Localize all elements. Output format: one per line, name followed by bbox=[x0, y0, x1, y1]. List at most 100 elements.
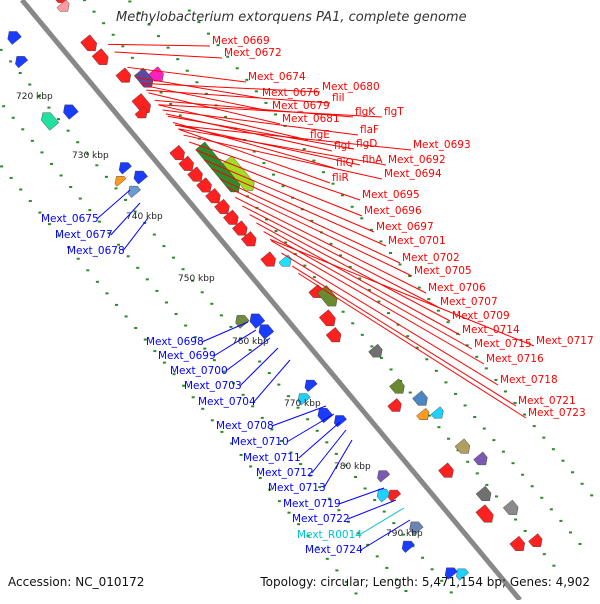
tick-mark bbox=[351, 322, 355, 325]
tick-mark bbox=[306, 418, 310, 421]
gene-label: Mext_0677 bbox=[55, 229, 113, 241]
tick-mark bbox=[9, 60, 13, 63]
label-leader-line bbox=[114, 51, 223, 59]
forward-gene bbox=[232, 220, 248, 236]
forward-gene bbox=[475, 504, 494, 523]
tick-mark bbox=[47, 223, 51, 226]
tick-mark bbox=[102, 22, 106, 25]
forward-gene bbox=[205, 188, 221, 204]
tick-mark bbox=[346, 520, 350, 523]
tick-mark bbox=[187, 9, 191, 12]
tick-mark bbox=[57, 118, 61, 121]
reverse-gene bbox=[297, 393, 311, 406]
kbp-tick-label: 740 kbp bbox=[126, 212, 163, 222]
tick-mark bbox=[229, 442, 233, 445]
tick-mark bbox=[494, 378, 498, 381]
tick-mark bbox=[210, 419, 214, 422]
tick-mark bbox=[561, 459, 565, 462]
tick-mark bbox=[97, 220, 101, 223]
label-leader-line bbox=[213, 329, 257, 357]
gene-label: Mext_0680 bbox=[322, 81, 380, 93]
tick-mark bbox=[195, 81, 199, 84]
tick-mark bbox=[310, 219, 314, 222]
kbp-tick-label: 770 kbp bbox=[284, 399, 321, 409]
tick-mark bbox=[284, 241, 288, 244]
tick-mark bbox=[18, 71, 22, 74]
tick-mark bbox=[552, 564, 556, 567]
tick-mark bbox=[590, 494, 594, 497]
tick-mark bbox=[327, 497, 331, 500]
label-leader-line bbox=[174, 124, 361, 166]
gene-label: Mext_0722 bbox=[292, 513, 350, 525]
tick-mark bbox=[38, 211, 42, 214]
tick-mark bbox=[465, 344, 469, 347]
reverse-gene bbox=[377, 470, 391, 483]
tick-mark bbox=[299, 463, 303, 466]
label-leader-line bbox=[249, 214, 451, 322]
tick-mark bbox=[2, 105, 6, 108]
tick-mark bbox=[76, 257, 80, 260]
tick-mark bbox=[104, 175, 108, 178]
tick-mark bbox=[425, 358, 429, 361]
tick-mark bbox=[82, 0, 86, 2]
label-leader-line bbox=[183, 134, 383, 180]
forward-gene bbox=[502, 499, 519, 515]
tick-mark bbox=[302, 148, 306, 151]
tick-mark bbox=[321, 171, 325, 174]
gene-label: flgT bbox=[384, 106, 404, 118]
label-leader-line bbox=[195, 149, 363, 217]
tick-mark bbox=[130, 56, 134, 59]
reverse-gene bbox=[114, 176, 127, 187]
tick-mark bbox=[430, 568, 434, 571]
tick-mark bbox=[389, 368, 393, 371]
tick-mark bbox=[159, 91, 163, 94]
gene-label: Mext_0719 bbox=[283, 498, 341, 510]
gene-label: Mext_0699 bbox=[158, 350, 216, 362]
gene-label: Mext_0702 bbox=[402, 252, 460, 264]
tick-mark bbox=[193, 336, 197, 339]
tick-mark bbox=[427, 298, 431, 301]
tick-mark bbox=[9, 176, 13, 179]
tick-mark bbox=[162, 361, 166, 364]
tick-mark bbox=[265, 218, 269, 221]
forward-gene bbox=[178, 155, 194, 171]
reverse-gene bbox=[128, 185, 141, 198]
gene-label: Mext_0675 bbox=[41, 213, 99, 225]
label-leader-line bbox=[358, 507, 405, 536]
forward-gene bbox=[509, 535, 525, 551]
tick-mark bbox=[152, 233, 156, 236]
tick-mark bbox=[85, 152, 89, 155]
tick-mark bbox=[360, 217, 364, 220]
label-leader-line bbox=[203, 159, 375, 233]
label-leader-line bbox=[148, 92, 281, 125]
forward-gene bbox=[214, 198, 230, 214]
tick-mark bbox=[549, 508, 553, 511]
tick-mark bbox=[360, 333, 364, 336]
tick-mark bbox=[277, 500, 281, 503]
tick-mark bbox=[373, 499, 377, 502]
label-leader-line bbox=[140, 82, 321, 93]
label-leader-line bbox=[201, 321, 249, 343]
tick-mark bbox=[59, 174, 63, 177]
tick-mark bbox=[204, 92, 208, 95]
forward-gene bbox=[223, 209, 239, 225]
tick-mark bbox=[386, 312, 390, 315]
reverse-gene bbox=[249, 313, 266, 329]
tick-mark bbox=[222, 370, 226, 373]
tick-mark bbox=[267, 372, 271, 375]
tick-mark bbox=[105, 292, 109, 295]
forward-gene bbox=[416, 407, 430, 420]
tick-mark bbox=[363, 487, 367, 490]
tick-mark bbox=[210, 302, 214, 305]
tick-mark bbox=[220, 430, 224, 433]
tick-mark bbox=[339, 254, 343, 257]
forward-gene bbox=[389, 378, 405, 394]
forward-gene bbox=[454, 438, 471, 454]
gene-label: Mext_0716 bbox=[486, 353, 544, 365]
tick-mark bbox=[133, 210, 137, 213]
forward-gene bbox=[387, 398, 402, 412]
label-leader-line bbox=[347, 499, 397, 520]
tick-mark bbox=[475, 472, 479, 475]
gene-label: flgK bbox=[355, 106, 376, 118]
tick-mark bbox=[226, 55, 230, 58]
